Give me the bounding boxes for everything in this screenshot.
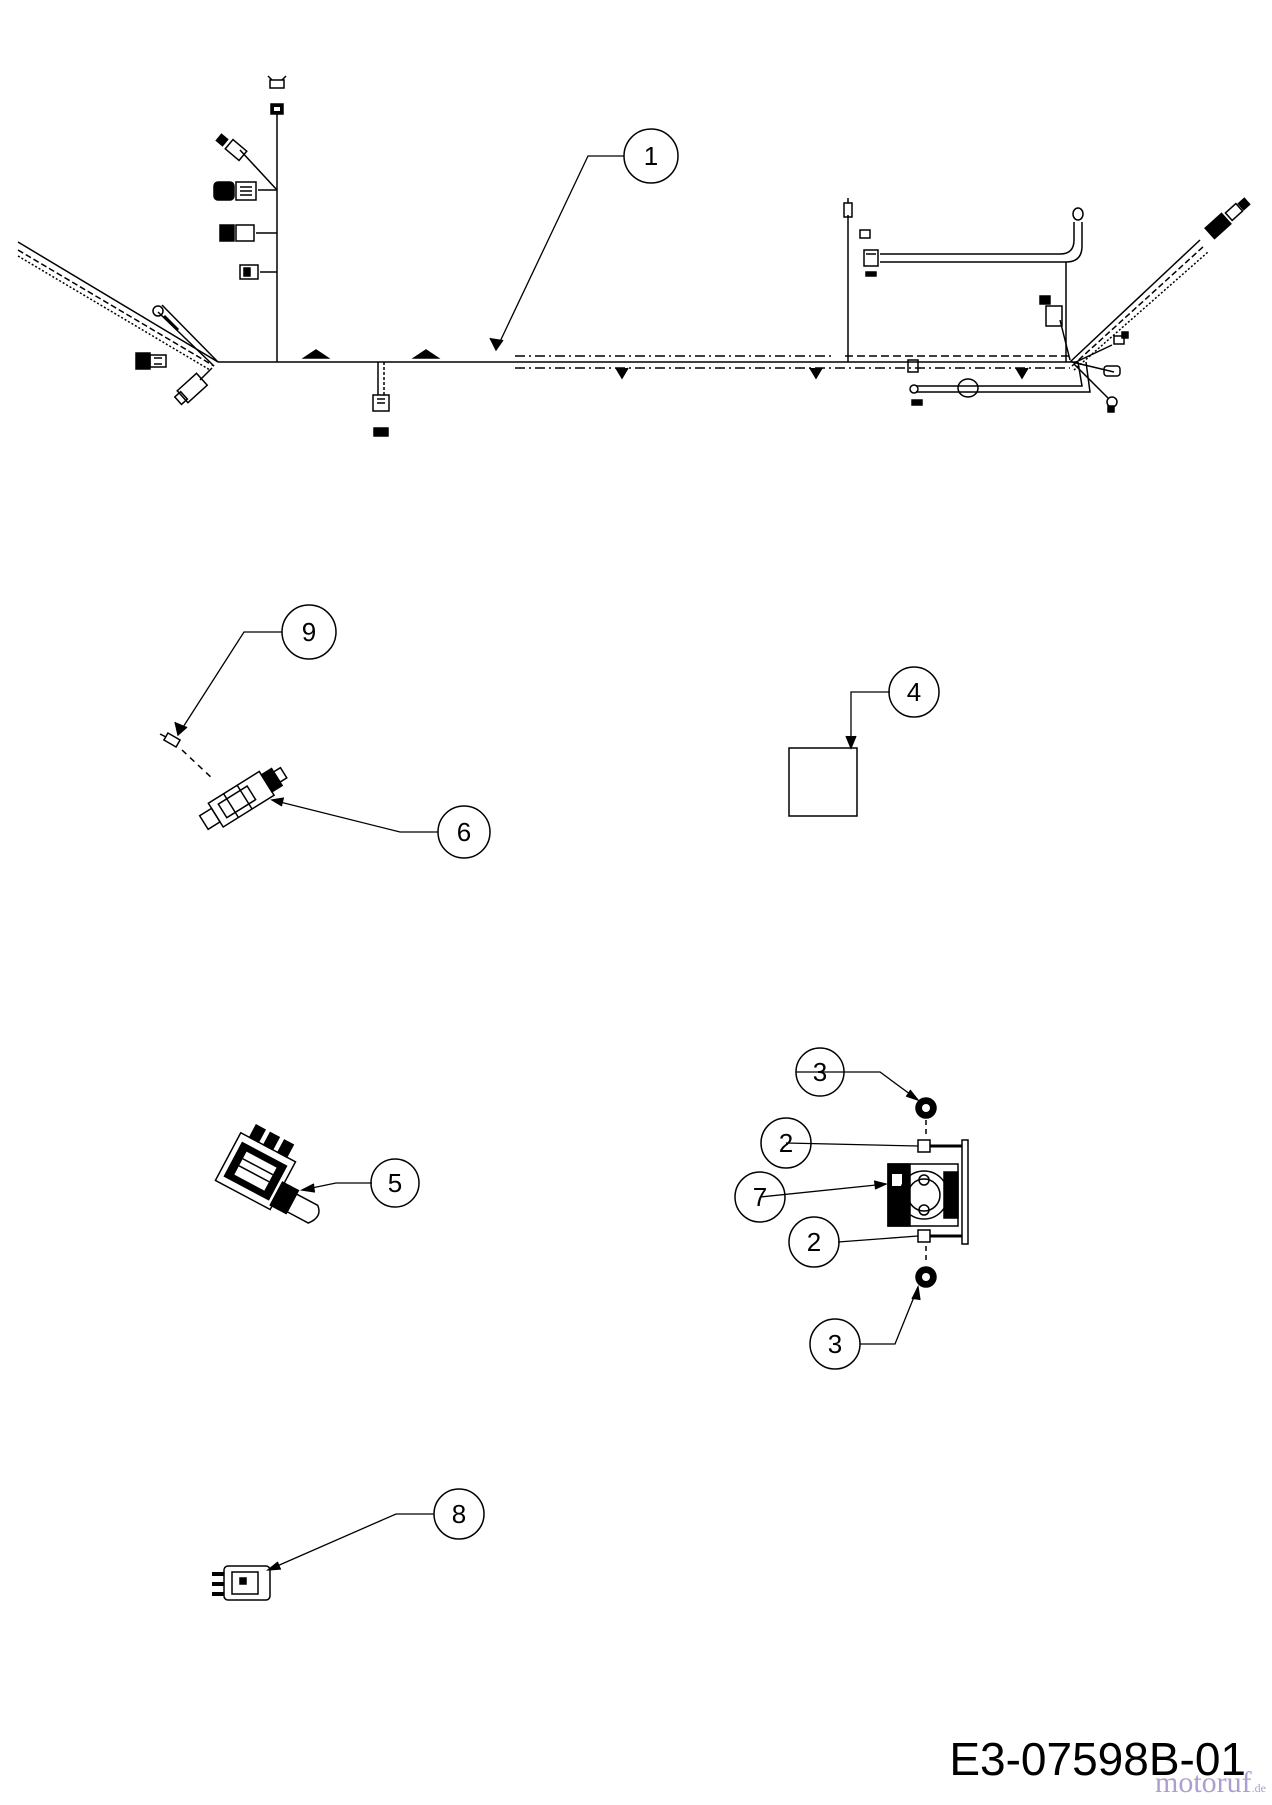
cable-lower-right <box>907 359 1091 406</box>
connector-part-9 <box>159 732 215 781</box>
stud-top <box>917 1139 962 1153</box>
callout-2-bottom-label: 2 <box>807 1227 821 1257</box>
callout-1-label: 1 <box>644 141 658 171</box>
callout-4-label: 4 <box>907 677 921 707</box>
drop-connector <box>372 362 390 437</box>
right-hub-wires <box>1039 197 1251 413</box>
decal-part-4 <box>788 747 858 817</box>
callout-7: 7 <box>734 1171 786 1223</box>
connector-branch-d <box>239 264 277 280</box>
callout-6: 6 <box>437 805 491 859</box>
connector-top <box>267 75 287 115</box>
ring-terminal-left <box>152 305 180 332</box>
callout-8-label: 8 <box>452 1499 466 1529</box>
plug-connector-lower-left <box>173 367 213 406</box>
connector-branch-b <box>213 181 277 201</box>
connector-branch-a <box>215 133 278 191</box>
watermark-brand: motoruf <box>1155 1766 1252 1799</box>
callout-3-top-label: 3 <box>813 1057 827 1087</box>
mounting-plate <box>961 1139 969 1245</box>
solenoid-part-7 <box>887 1163 959 1227</box>
watermark-tld: .de <box>1251 1781 1266 1795</box>
plug-connector-left <box>135 352 167 370</box>
callout-9-label: 9 <box>302 617 316 647</box>
callout-1: 1 <box>623 128 679 184</box>
diagram-reference-code: E3-07598B-01 <box>949 1733 1246 1785</box>
solenoid-assembly <box>887 1097 969 1288</box>
callout-5: 5 <box>370 1158 420 1208</box>
callout-3-top: 3 <box>795 1047 845 1097</box>
callout-4: 4 <box>888 666 940 718</box>
relay-part-8 <box>212 1565 271 1601</box>
terminal-vertical <box>843 198 853 362</box>
watermark: motoruf.de <box>1155 1766 1266 1800</box>
stud-bottom <box>917 1229 962 1243</box>
key-switch-part-5 <box>214 1124 320 1224</box>
callout-2-bottom: 2 <box>788 1216 840 1268</box>
callout-3-bottom: 3 <box>809 1318 861 1370</box>
callout-3-bottom-label: 3 <box>828 1329 842 1359</box>
callout-8: 8 <box>433 1488 485 1540</box>
connector-branch-c <box>219 224 277 242</box>
callout-6-label: 6 <box>457 817 471 847</box>
leader-lines <box>174 155 921 1571</box>
cable-upper-right <box>859 207 1084 362</box>
callout-5-label: 5 <box>388 1168 402 1198</box>
callout-2-top-label: 2 <box>779 1128 793 1158</box>
switch-part-6 <box>198 766 288 831</box>
harness-clips <box>301 349 1029 380</box>
callout-2-top: 2 <box>760 1117 812 1169</box>
callout-9: 9 <box>281 604 337 660</box>
wire-harness <box>17 75 1251 437</box>
callout-7-label: 7 <box>753 1182 767 1212</box>
